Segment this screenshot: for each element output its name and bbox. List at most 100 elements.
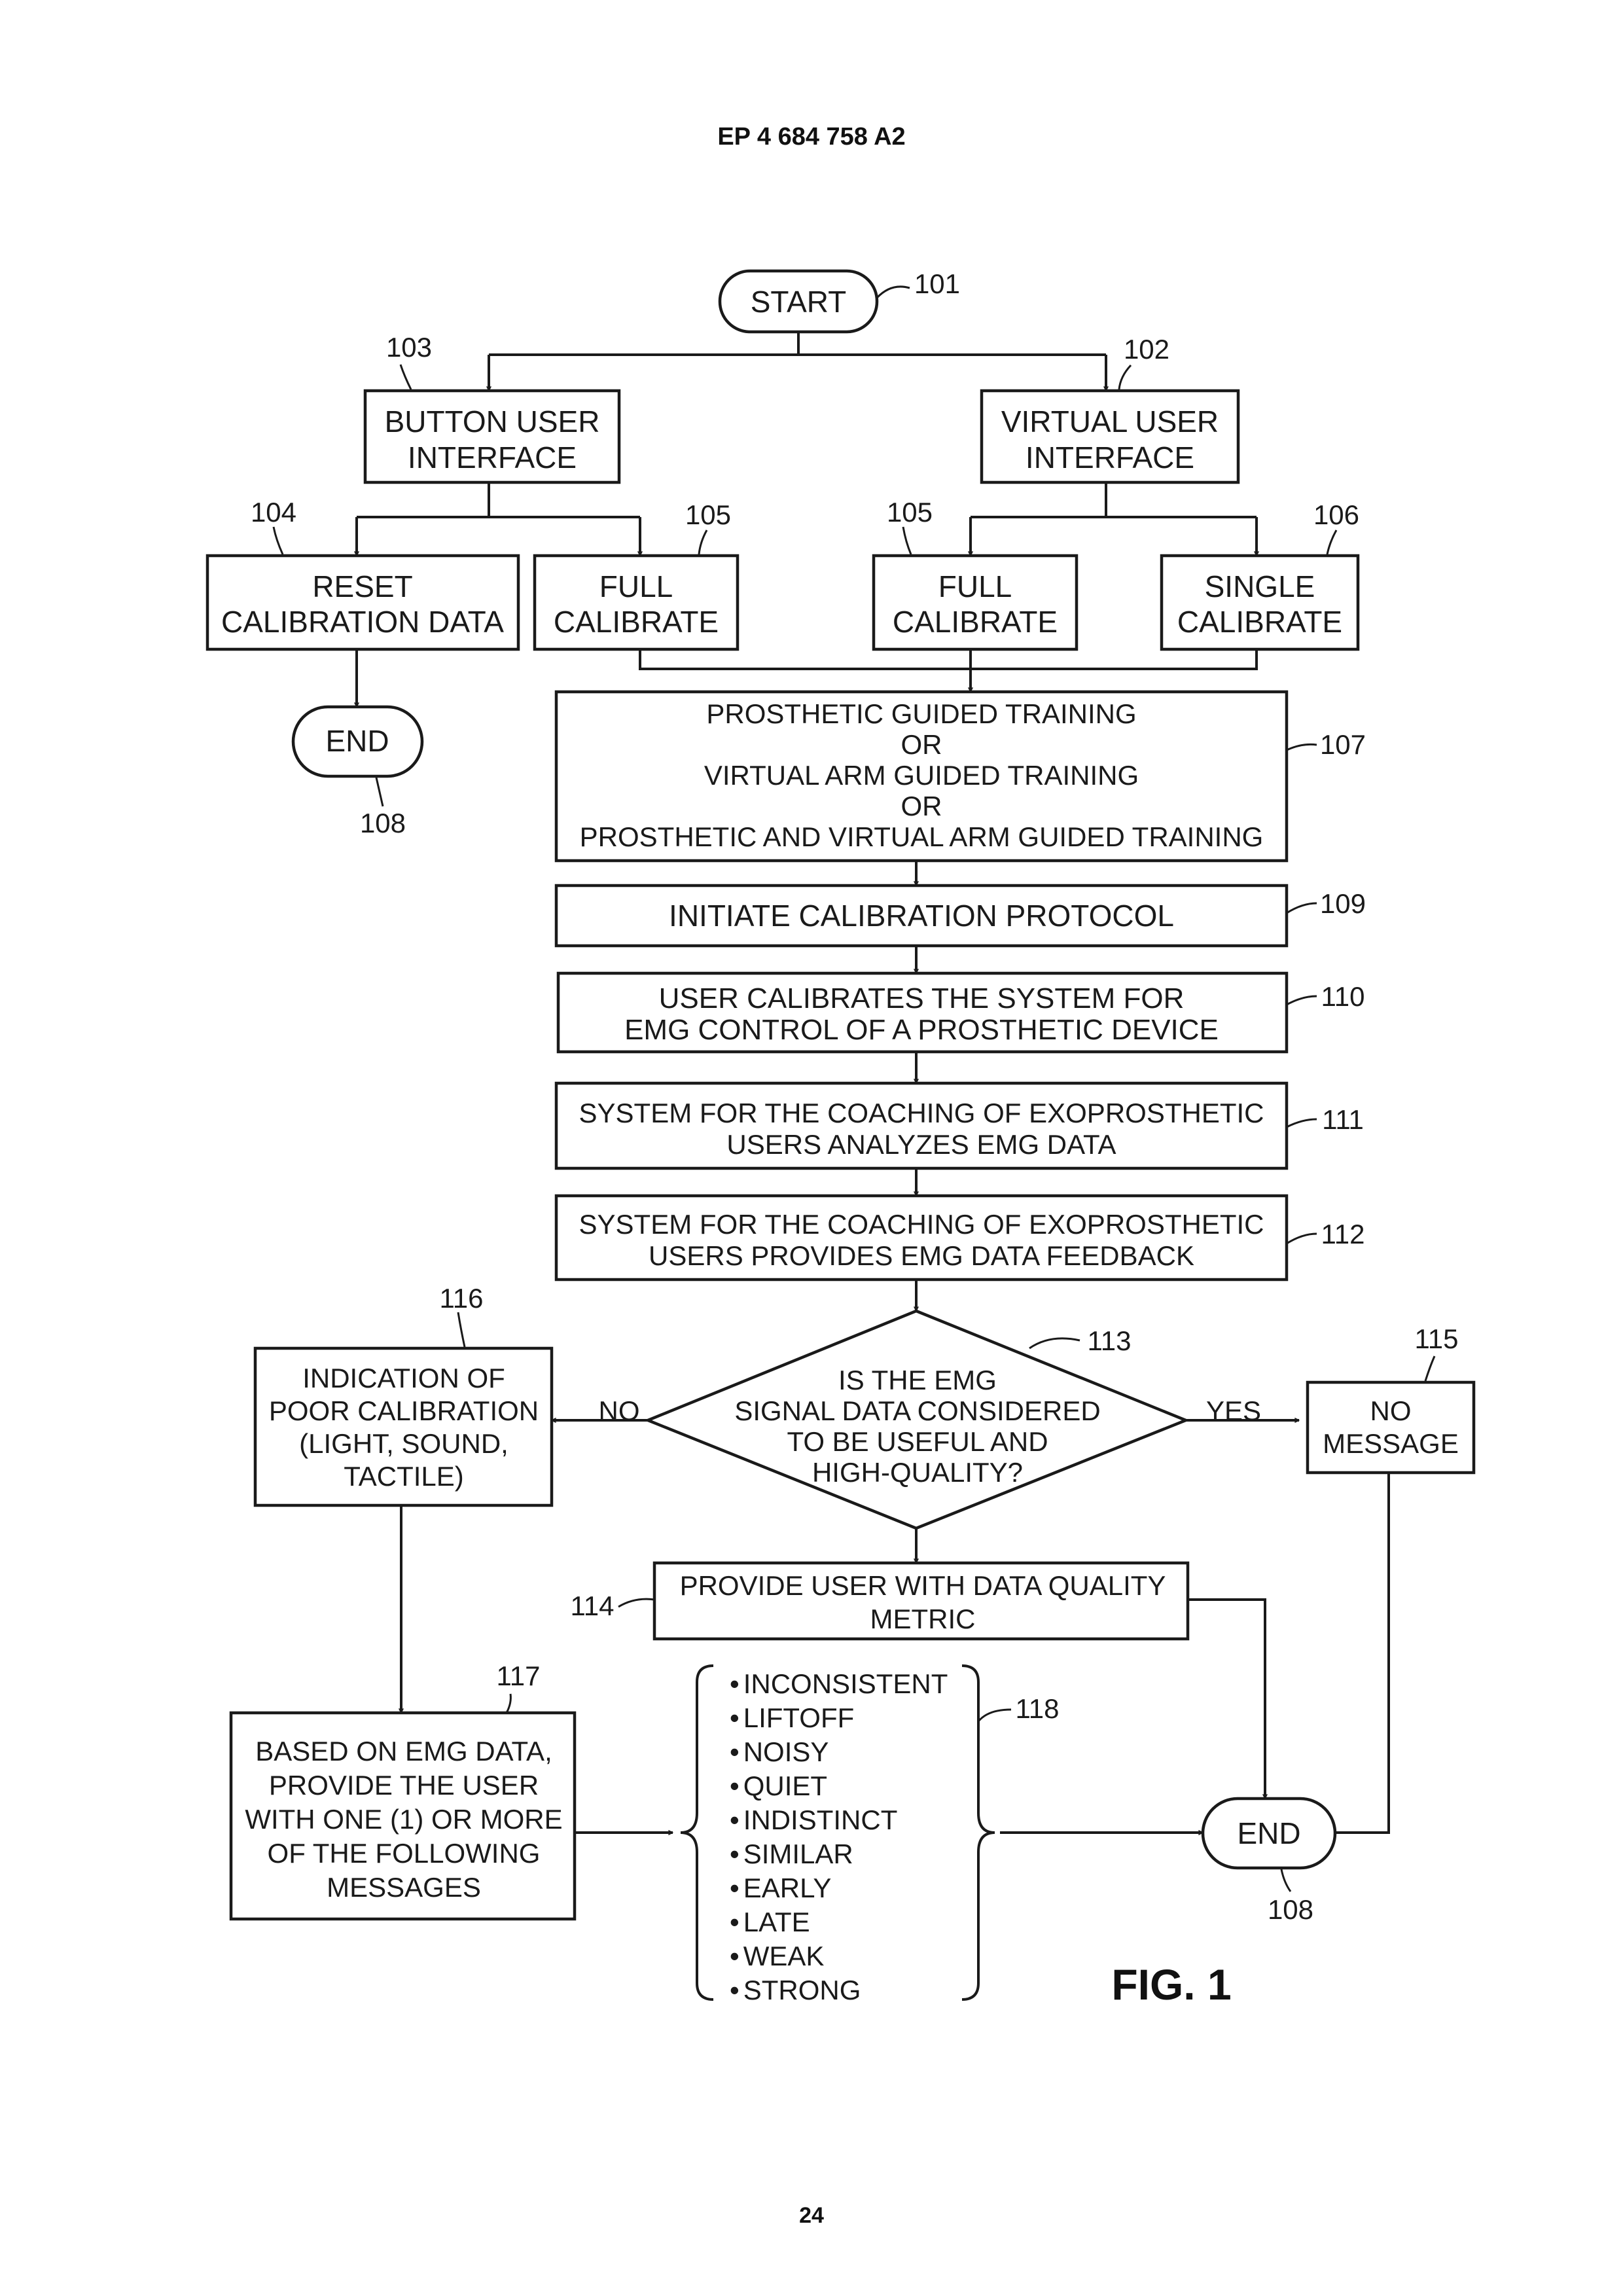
leader-101 <box>877 287 910 298</box>
list-right-brace <box>962 1666 995 2000</box>
ref-102: 102 <box>1124 334 1169 365</box>
ref-103: 103 <box>386 332 432 363</box>
list-item: •INDISTINCT <box>730 1804 897 1835</box>
button-ui-label-line-2: INTERFACE <box>408 440 577 475</box>
guided-training-line-1: PROSTHETIC GUIDED TRAINING <box>706 698 1136 729</box>
list-item: •LIFTOFF <box>730 1702 854 1733</box>
guided-training-line-4: OR <box>901 791 942 821</box>
ref-107: 107 <box>1320 729 1366 760</box>
message-list: •INCONSISTENT •LIFTOFF •NOISY •QUIET •IN… <box>730 1668 948 2005</box>
ref-105-left: 105 <box>685 499 731 530</box>
leader-108-top <box>376 778 383 806</box>
leader-117 <box>507 1694 510 1713</box>
decision-line-1: IS THE EMG <box>838 1365 997 1395</box>
single-calibrate-label-line-1: SINGLE <box>1205 569 1315 603</box>
analyzes-line-2: USERS ANALYZES EMG DATA <box>726 1129 1116 1160</box>
list-left-brace <box>681 1666 713 2000</box>
button-ui-label-line-1: BUTTON USER <box>385 404 600 439</box>
ref-117: 117 <box>497 1660 541 1691</box>
guided-training-line-5: PROSTHETIC AND VIRTUAL ARM GUIDED TRAINI… <box>580 821 1264 852</box>
quality-metric-line-2: METRIC <box>870 1604 976 1634</box>
ref-108-top: 108 <box>360 808 406 838</box>
ref-118: 118 <box>1016 1693 1060 1724</box>
analyzes-line-1: SYSTEM FOR THE COACHING OF EXOPROSTHETIC <box>579 1098 1264 1128</box>
reset-label-line-1: RESET <box>312 569 412 603</box>
ref-116: 116 <box>440 1283 484 1314</box>
single-calibrate-label-line-2: CALIBRATE <box>1177 605 1342 639</box>
messages-line-5: MESSAGES <box>327 1872 481 1903</box>
user-calibrates-line-1: USER CALIBRATES THE SYSTEM FOR <box>659 982 1185 1014</box>
figure-label: FIG. 1 <box>1111 1960 1231 2009</box>
list-item: •EARLY <box>730 1873 831 1903</box>
virtual-ui-label-line-1: VIRTUAL USER <box>1001 404 1219 439</box>
decision-line-4: HIGH-QUALITY? <box>812 1457 1023 1488</box>
leader-102 <box>1119 365 1131 389</box>
arrow-no-message-to-end <box>1330 1473 1389 1833</box>
page-number: 24 <box>799 2203 824 2228</box>
arrow-quality-metric-to-end <box>1188 1600 1265 1799</box>
ref-110: 110 <box>1321 981 1365 1012</box>
leader-105-left <box>699 530 707 554</box>
messages-line-1: BASED ON EMG DATA, <box>255 1736 552 1767</box>
patent-number: EP 4 684 758 A2 <box>717 123 905 151</box>
decision-line-3: TO BE USEFUL AND <box>787 1426 1048 1457</box>
leader-113 <box>1029 1338 1080 1348</box>
poor-calibration-line-2: POOR CALIBRATION <box>269 1395 539 1426</box>
ref-112: 112 <box>1321 1219 1365 1249</box>
end-bottom-label: END <box>1237 1816 1300 1850</box>
guided-training-line-2: OR <box>901 729 942 760</box>
leader-110 <box>1287 996 1317 1005</box>
guided-training-line-3: VIRTUAL ARM GUIDED TRAINING <box>704 760 1139 791</box>
leader-105-right <box>903 527 911 554</box>
quality-metric-line-1: PROVIDE USER WITH DATA QUALITY <box>680 1570 1166 1601</box>
edge-label-no: NO <box>599 1395 640 1426</box>
start-label: START <box>751 285 847 319</box>
no-message-line-2: MESSAGE <box>1323 1428 1459 1459</box>
virtual-ui-label-line-2: INTERFACE <box>1026 440 1194 475</box>
list-item: •SIMILAR <box>730 1839 853 1869</box>
leader-104 <box>274 527 283 554</box>
end-top-label: END <box>325 724 389 758</box>
leader-114 <box>618 1599 654 1607</box>
ref-106: 106 <box>1313 499 1359 530</box>
no-message-line-1: NO <box>1370 1395 1412 1426</box>
list-item: •QUIET <box>730 1770 827 1801</box>
messages-line-3: WITH ONE (1) OR MORE <box>245 1804 562 1835</box>
leader-118 <box>978 1710 1011 1721</box>
list-item: •NOISY <box>730 1736 829 1767</box>
poor-calibration-line-1: INDICATION OF <box>302 1363 505 1393</box>
leader-115 <box>1425 1356 1435 1381</box>
messages-line-2: PROVIDE THE USER <box>269 1770 539 1801</box>
reset-label-line-2: CALIBRATION DATA <box>221 605 504 639</box>
full-calibrate-left-label-line-1: FULL <box>599 569 673 603</box>
feedback-line-2: USERS PROVIDES EMG DATA FEEDBACK <box>649 1240 1194 1271</box>
ref-113: 113 <box>1088 1325 1132 1356</box>
messages-line-4: OF THE FOLLOWING <box>268 1838 541 1869</box>
ref-111: 111 <box>1322 1104 1364 1135</box>
poor-calibration-line-3: (LIGHT, SOUND, <box>299 1428 508 1459</box>
ref-104: 104 <box>251 497 296 528</box>
decision-line-2: SIGNAL DATA CONSIDERED <box>734 1395 1100 1426</box>
list-item: •INCONSISTENT <box>730 1668 948 1699</box>
user-calibrates-line-2: EMG CONTROL OF A PROSTHETIC DEVICE <box>624 1014 1219 1046</box>
leader-103 <box>401 365 411 389</box>
ref-101: 101 <box>914 268 960 299</box>
list-item: •LATE <box>730 1907 810 1937</box>
ref-115: 115 <box>1415 1323 1459 1354</box>
full-calibrate-right-label-line-2: CALIBRATE <box>893 605 1058 639</box>
list-item: •WEAK <box>730 1941 824 1971</box>
initiate-protocol-label: INITIATE CALIBRATION PROTOCOL <box>669 899 1174 933</box>
ref-108-bottom: 108 <box>1268 1894 1313 1925</box>
leader-116 <box>458 1312 465 1347</box>
leader-108-bottom <box>1281 1869 1291 1892</box>
full-calibrate-right-label-line-1: FULL <box>938 569 1012 603</box>
leader-109 <box>1287 903 1317 913</box>
ref-109: 109 <box>1320 888 1366 919</box>
full-calibrate-left-label-line-2: CALIBRATE <box>554 605 719 639</box>
feedback-line-1: SYSTEM FOR THE COACHING OF EXOPROSTHETIC <box>579 1209 1264 1240</box>
list-item: •STRONG <box>730 1975 861 2005</box>
poor-calibration-line-4: TACTILE) <box>344 1461 464 1492</box>
edge-label-yes: YES <box>1206 1395 1261 1426</box>
leader-112 <box>1287 1234 1317 1244</box>
